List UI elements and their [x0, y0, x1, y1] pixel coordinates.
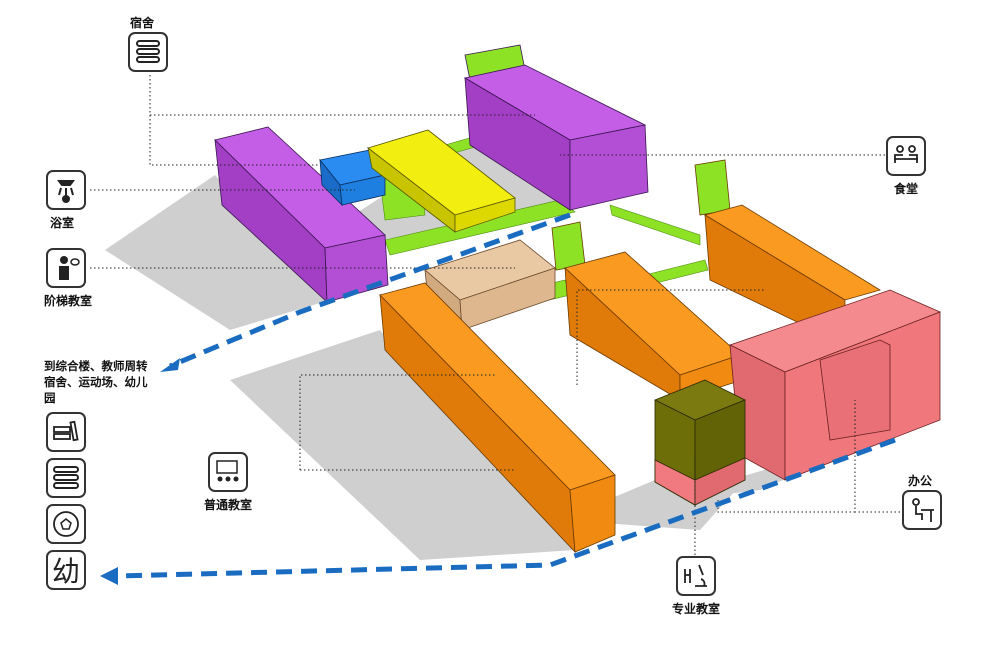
canteen-block: [367, 129, 516, 233]
label-special-classroom: 专业教室: [672, 602, 721, 616]
label-canteen: 食堂: [894, 182, 919, 196]
office-desk-icon: [902, 490, 942, 530]
lecturer-icon: [46, 248, 86, 288]
label-dormitory: 宿舍: [130, 16, 155, 30]
route-lines: [117, 212, 896, 579]
shower-icon: [46, 170, 86, 210]
dormitory-icon: [128, 32, 168, 72]
label-office: 办公: [908, 474, 933, 488]
office-block: [728, 289, 942, 481]
microscope-icon: [676, 556, 716, 596]
dormitory-icon-small: [46, 458, 86, 498]
kindergarten-icon: 幼: [46, 550, 86, 590]
connectors: [379, 134, 709, 321]
dormitory-back: [463, 44, 649, 211]
classroom-middle: [551, 221, 743, 401]
route-arrowhead-upper: [160, 358, 180, 372]
label-classroom: 普通教室: [204, 498, 253, 512]
kindergarten-glyph: 幼: [51, 555, 80, 588]
label-lecture-hall: 阶梯教室: [44, 294, 93, 308]
classroom-right: [694, 159, 881, 346]
label-destination: 到综合楼、教师周转宿舍、运动场、幼儿园: [44, 359, 148, 405]
route-arrowhead-lower: [100, 567, 118, 585]
books-icon: [46, 412, 86, 452]
label-bathroom: 浴室: [50, 216, 75, 230]
football-icon: [46, 504, 86, 544]
bathroom-block: [319, 149, 386, 207]
classroom-left: [379, 282, 616, 554]
lecture-hall-block: [424, 239, 556, 331]
canteen-icon: [886, 136, 926, 176]
classroom-icon: [208, 452, 248, 492]
special-classroom-block: [654, 379, 746, 506]
